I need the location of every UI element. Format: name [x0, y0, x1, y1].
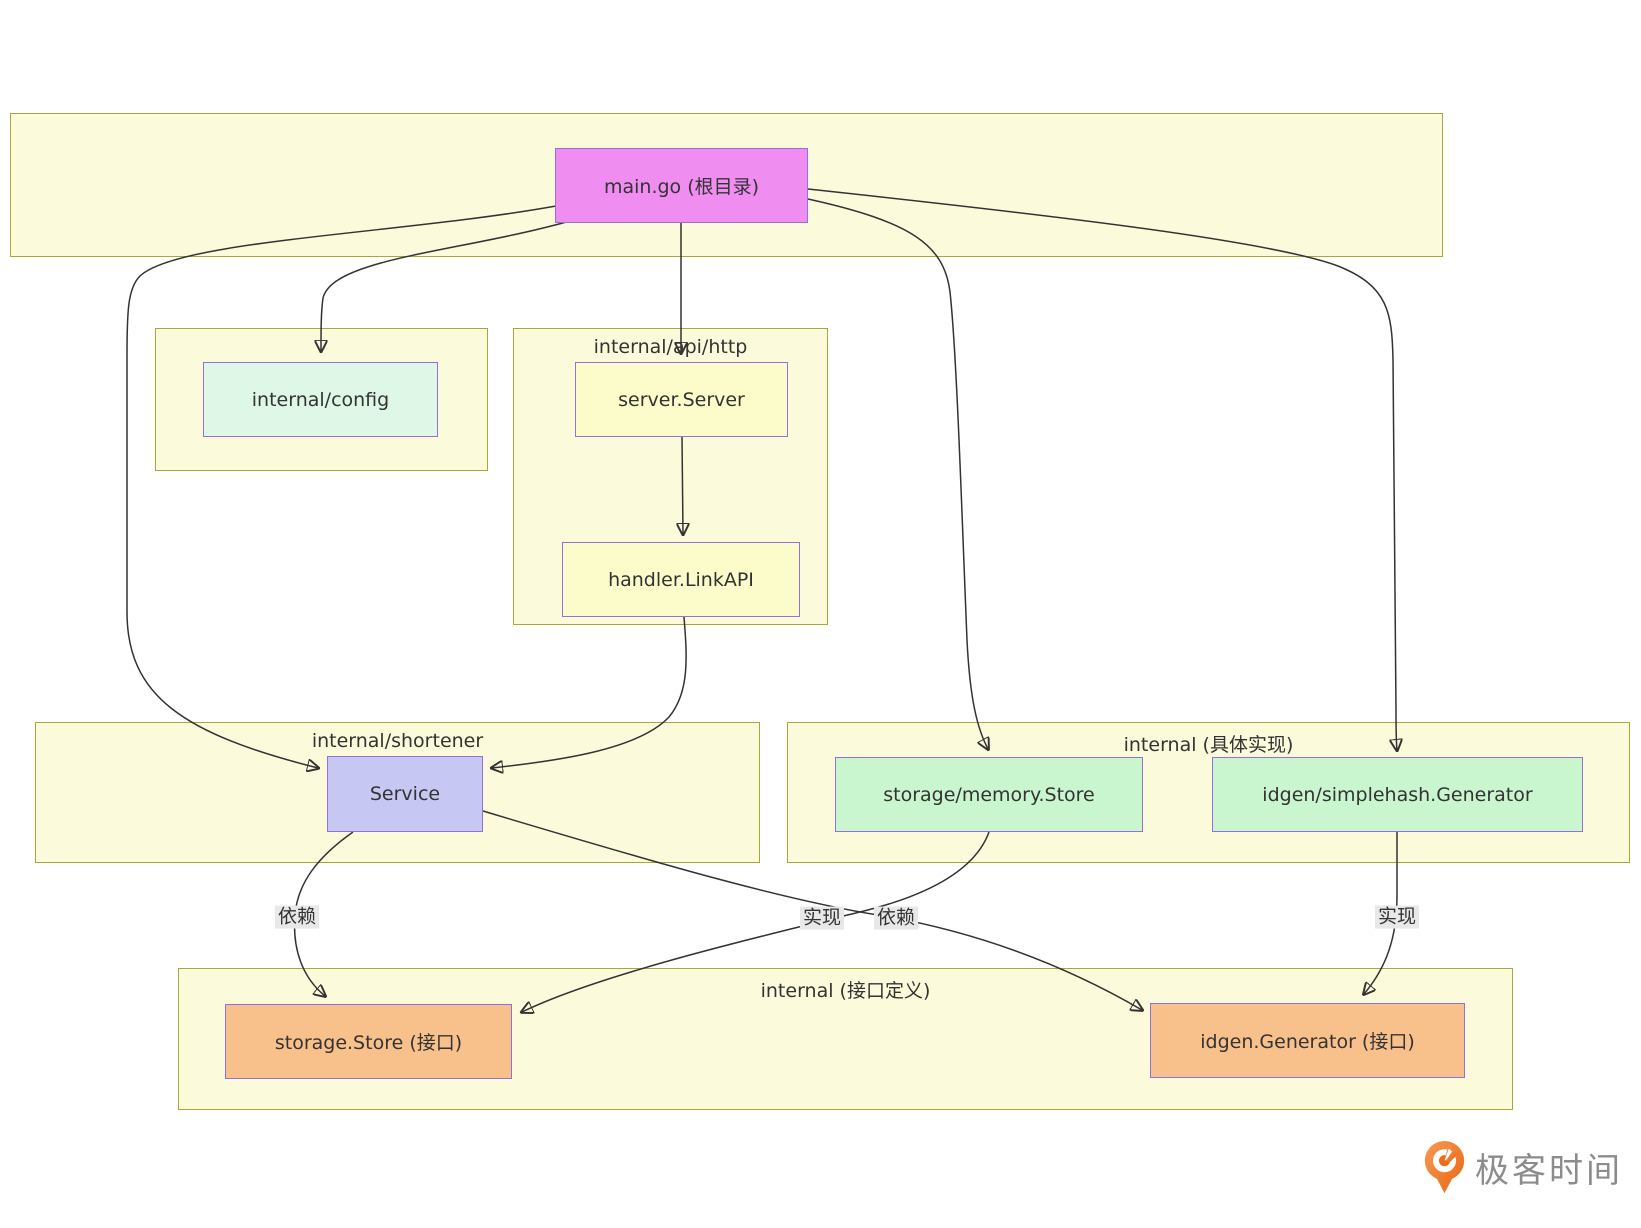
node-label: internal/config	[251, 388, 390, 411]
cluster-title-shortener: internal/shortener	[311, 730, 484, 752]
node-storage-memory-store: storage/memory.Store	[835, 757, 1143, 832]
node-label: server.Server	[618, 388, 745, 411]
edge-simplehash-to-idgen-iface	[1364, 832, 1398, 994]
geektime-pin-icon	[1424, 1141, 1465, 1194]
node-label: main.go (根目录)	[603, 176, 760, 198]
geektime-brand: 极客时间	[1424, 1140, 1623, 1195]
edge-main-to-config	[321, 220, 571, 351]
edge-label-depend-mid: 依赖	[873, 906, 919, 930]
edge-label-depend-left: 依赖	[274, 905, 320, 929]
edge-memory-to-store-iface	[522, 831, 990, 1012]
edge-main-to-service	[126, 205, 557, 768]
node-label: idgen.Generator (接口)	[1200, 1031, 1415, 1053]
geektime-brand-text: 极客时间	[1475, 1151, 1623, 1191]
edge-service-to-idgen-iface	[482, 810, 1142, 1010]
node-idgen-simplehash-generator: idgen/simplehash.Generator	[1212, 757, 1583, 832]
edge-server-to-handler	[682, 436, 683, 534]
edge-main-to-memory	[807, 198, 988, 749]
node-main-go: main.go (根目录)	[555, 148, 808, 223]
node-label: handler.LinkAPI	[608, 568, 754, 591]
node-internal-config: internal/config	[203, 362, 438, 437]
cluster-title-impl: internal (具体实现)	[1123, 734, 1294, 756]
cluster-title-iface: internal (接口定义)	[760, 980, 931, 1002]
node-label: storage/memory.Store	[883, 783, 1095, 806]
node-label: idgen/simplehash.Generator	[1262, 783, 1533, 806]
edge-label-impl-right: 实现	[1374, 905, 1420, 929]
node-idgen-generator-iface: idgen.Generator (接口)	[1150, 1003, 1465, 1078]
edge-handler-to-service	[492, 616, 687, 768]
edge-label-impl-mid: 实现	[799, 906, 845, 930]
node-label: storage.Store (接口)	[274, 1032, 463, 1054]
cluster-title-api-http: internal/api/http	[593, 336, 748, 358]
edge-main-to-simplehash	[807, 188, 1397, 750]
node-service: Service	[327, 756, 483, 832]
node-server-server: server.Server	[575, 362, 788, 437]
node-handler-linkapi: handler.LinkAPI	[562, 542, 800, 617]
node-storage-store-iface: storage.Store (接口)	[225, 1004, 512, 1079]
node-label: Service	[369, 783, 441, 805]
